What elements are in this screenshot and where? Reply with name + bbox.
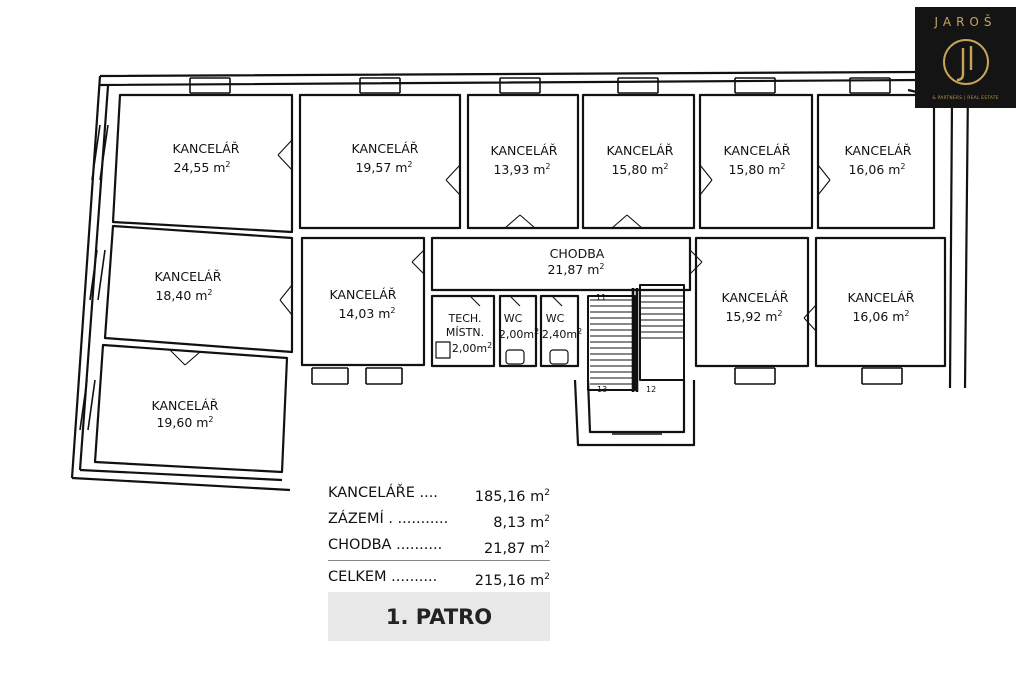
summary-row: KANCELÁŘE .... 185,16 m2 xyxy=(328,480,550,506)
window-marks xyxy=(79,77,903,446)
room-area-7: 18,40 m2 xyxy=(155,288,212,303)
room-outline-6 xyxy=(816,93,936,230)
room-area-8: 14,03 m2 xyxy=(338,306,395,321)
summary-total-row: CELKEM .......... 215,16 m2 xyxy=(328,564,550,590)
summary-value: 21,87 m2 xyxy=(484,540,550,557)
summary-label: KANCELÁŘE .... xyxy=(328,485,438,501)
wc1-area: 2,00m2 xyxy=(499,327,539,341)
room-label-5: KANCELÁŘ xyxy=(724,143,791,158)
wc1-outline xyxy=(498,294,538,368)
summary-label: ZÁZEMÍ . ........... xyxy=(328,511,449,527)
brand-logo: JAROŠ & PARTNERS | REAL ESTATE xyxy=(915,7,1016,108)
door-swings xyxy=(169,139,831,366)
room-label-7: KANCELÁŘ xyxy=(155,269,222,284)
wc2-label: WC xyxy=(546,312,565,325)
room-outline-1 xyxy=(111,93,294,234)
room-label-4: KANCELÁŘ xyxy=(607,143,674,158)
monogram-icon xyxy=(943,39,989,85)
room-area-3: 13,93 m2 xyxy=(493,162,550,177)
tech-label-2: MÍSTN. xyxy=(446,326,484,339)
room-area-1: 24,55 m2 xyxy=(173,160,230,175)
room-outline-8 xyxy=(300,236,426,367)
room-outline-3 xyxy=(466,93,580,230)
room-label-6: KANCELÁŘ xyxy=(845,143,912,158)
room-label-9: KANCELÁŘ xyxy=(722,290,789,305)
room-label-11: KANCELÁŘ xyxy=(152,398,219,413)
floor-title: 1. PATRO xyxy=(328,592,550,641)
stair-up-mark: 11 xyxy=(596,293,606,302)
room-label-3: KANCELÁŘ xyxy=(491,143,558,158)
brand-name: JAROŠ xyxy=(934,15,997,29)
stair-treads-right xyxy=(640,289,683,339)
room-area-11: 19,60 m2 xyxy=(156,415,213,430)
tech-outline xyxy=(430,294,496,368)
brand-tagline: & PARTNERS | REAL ESTATE xyxy=(932,96,999,101)
total-value: 215,16 m2 xyxy=(474,572,550,589)
room-outline-2 xyxy=(298,93,462,230)
wc-fixtures xyxy=(435,341,569,365)
summary-row: ZÁZEMÍ . ........... 8,13 m2 xyxy=(328,506,550,532)
tech-label-1: TECH. xyxy=(448,312,482,325)
tech-area: 2,00m2 xyxy=(452,341,492,355)
stair-count-left: 13 xyxy=(597,385,607,394)
summary-row: CHODBA .......... 21,87 m2 xyxy=(328,532,550,558)
wc2-area: 2,40m2 xyxy=(542,327,582,341)
room-area-4: 15,80 m2 xyxy=(611,162,668,177)
summary-value: 8,13 m2 xyxy=(493,514,550,531)
summary-value: 185,16 m2 xyxy=(474,488,550,505)
area-summary: KANCELÁŘE .... 185,16 m2 ZÁZEMÍ . ......… xyxy=(328,480,550,590)
corridor-area: 21,87 m2 xyxy=(547,262,604,277)
room-outline-11 xyxy=(93,343,289,474)
summary-label: CHODBA .......... xyxy=(328,537,443,553)
room-outline-10 xyxy=(814,236,947,368)
wc2-outline xyxy=(539,294,580,368)
staircase xyxy=(587,284,685,392)
room-outline-7 xyxy=(103,224,294,354)
room-label-2: KANCELÁŘ xyxy=(352,141,419,156)
room-outline-9 xyxy=(694,236,810,368)
total-label: CELKEM .......... xyxy=(328,569,438,585)
stair-count-right: 12 xyxy=(646,385,656,394)
room-area-6: 16,06 m2 xyxy=(848,162,905,177)
stair-treads-left xyxy=(590,299,632,385)
summary-divider xyxy=(328,560,550,561)
corridor-label: CHODBA xyxy=(550,246,605,261)
room-label-10: KANCELÁŘ xyxy=(848,290,915,305)
wc1-label: WC xyxy=(504,312,523,325)
room-label-8: KANCELÁŘ xyxy=(330,287,397,302)
room-area-9: 15,92 m2 xyxy=(725,309,782,324)
room-outline-4 xyxy=(581,93,696,230)
room-outline-5 xyxy=(698,93,814,230)
room-area-5: 15,80 m2 xyxy=(728,162,785,177)
room-area-10: 16,06 m2 xyxy=(852,309,909,324)
room-label-1: KANCELÁŘ xyxy=(173,141,240,156)
room-area-2: 19,57 m2 xyxy=(355,160,412,175)
corridor-outline xyxy=(430,236,692,292)
